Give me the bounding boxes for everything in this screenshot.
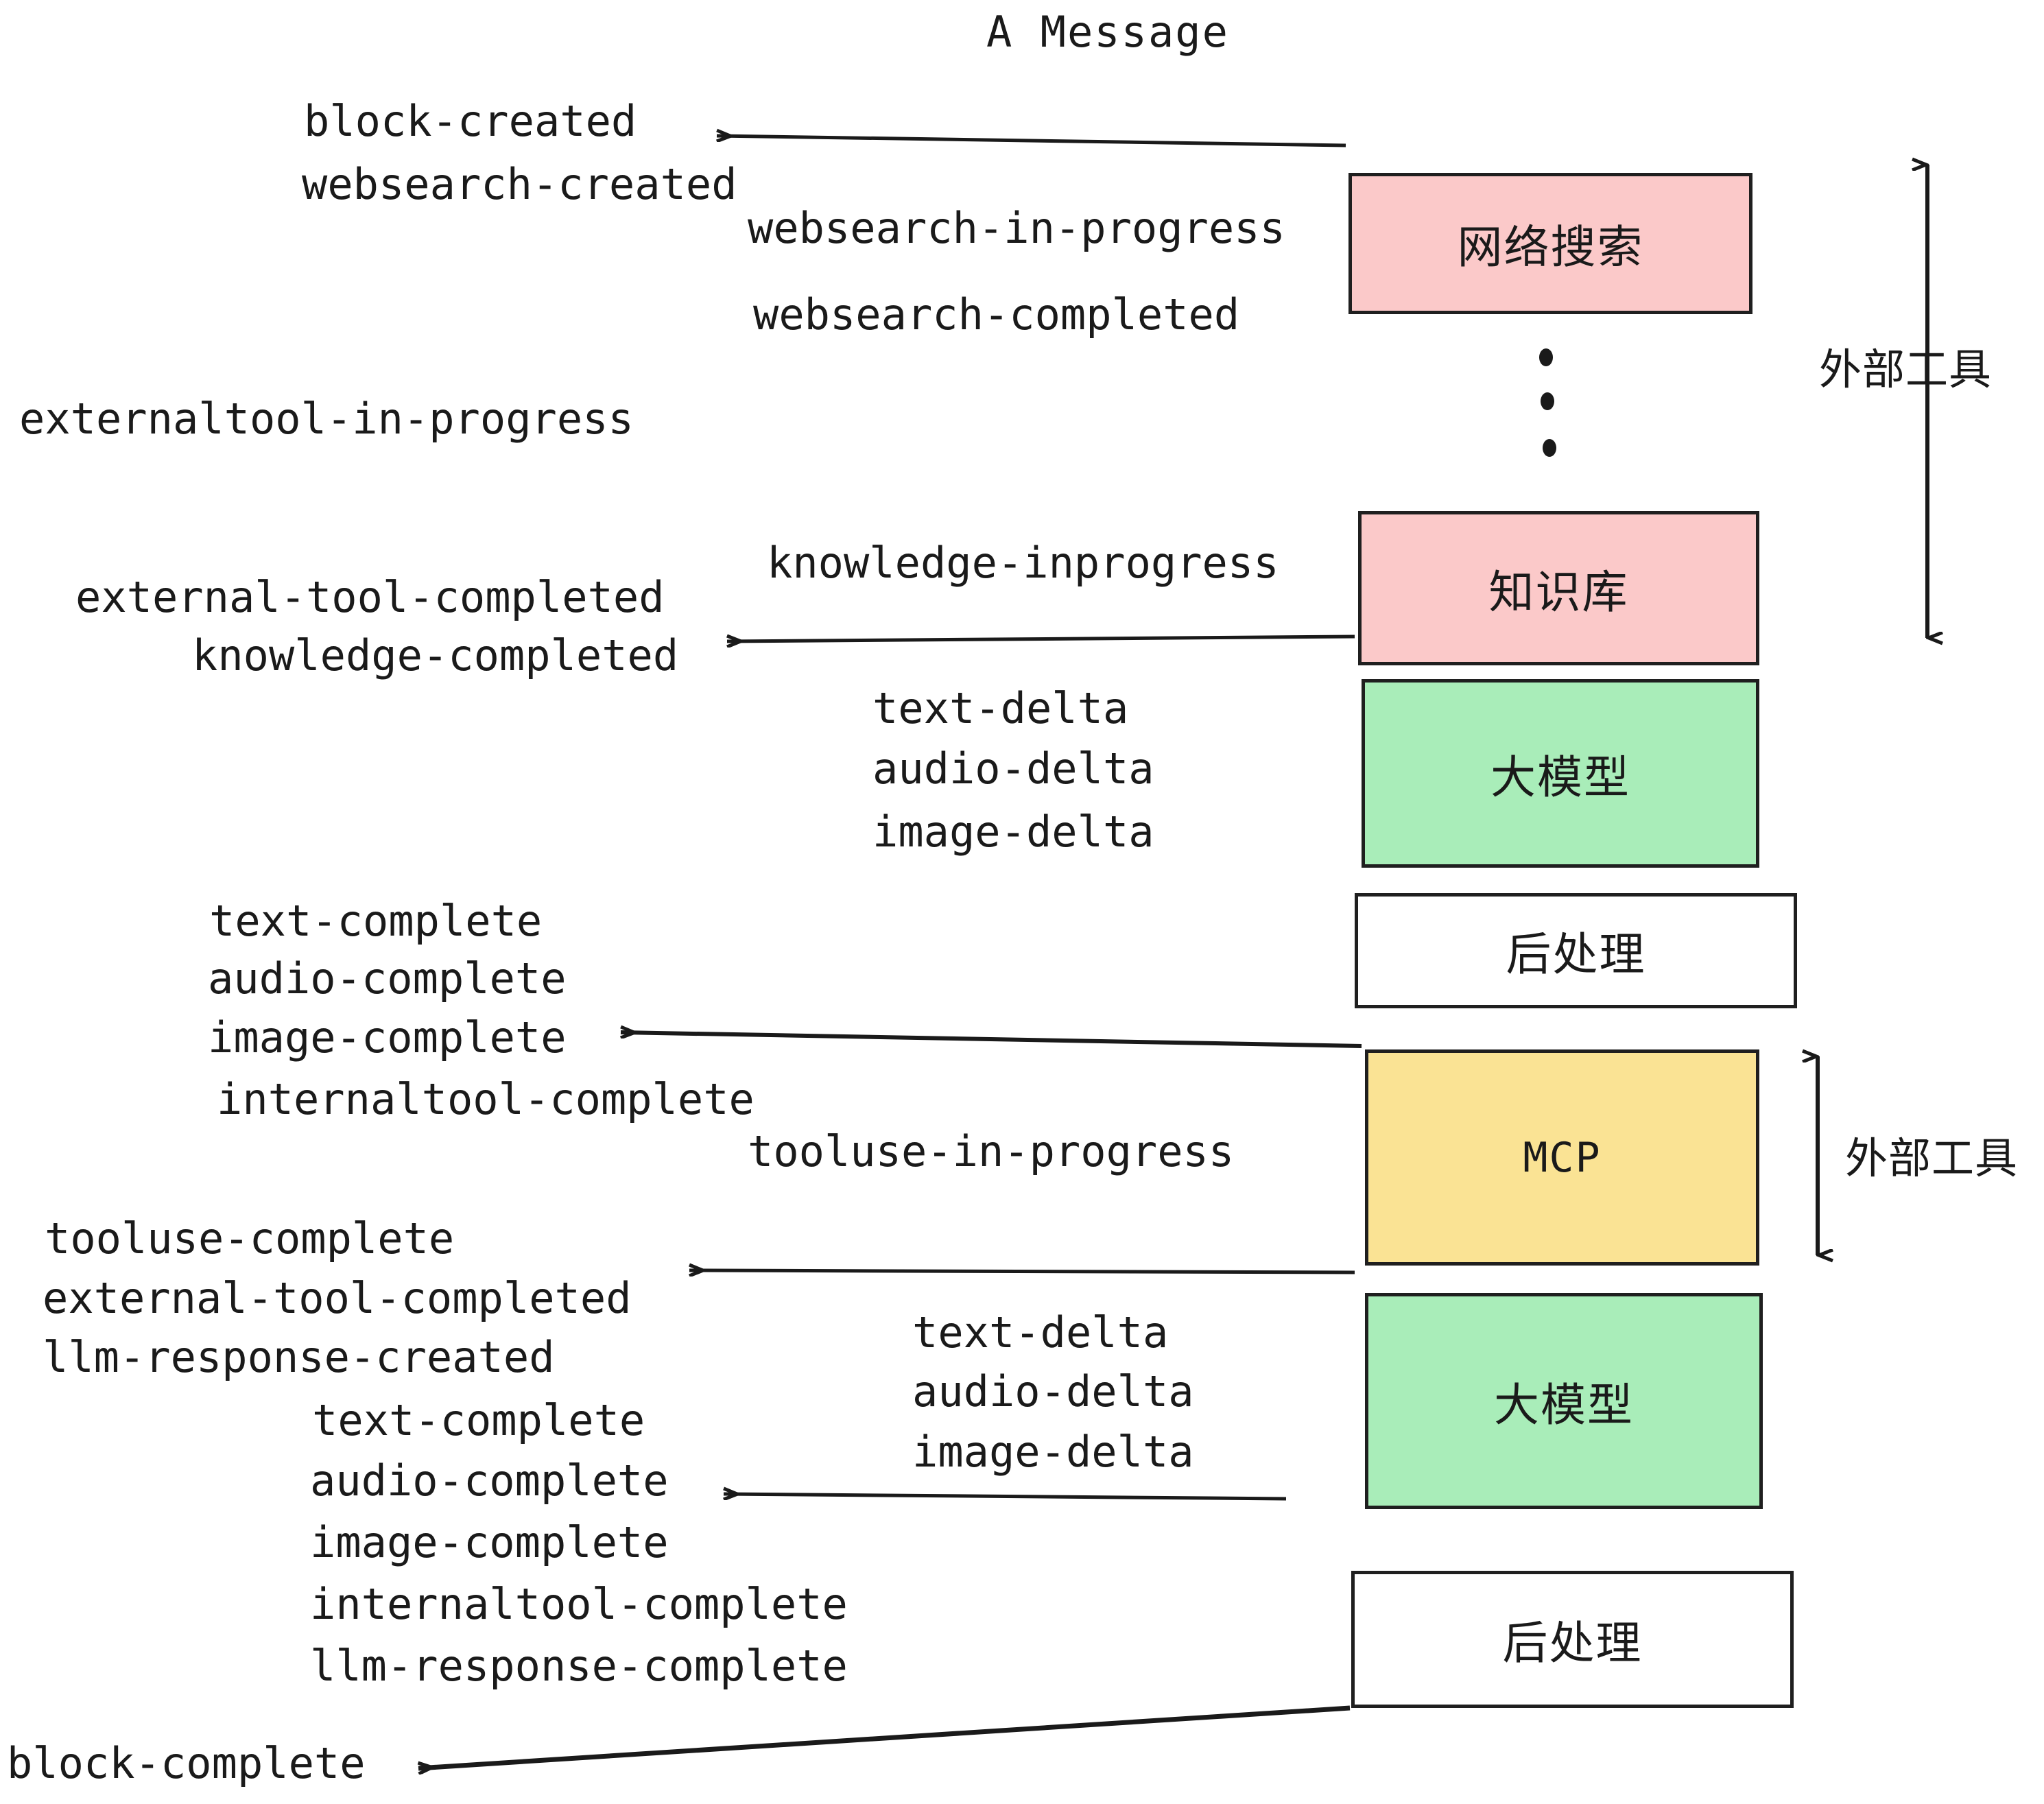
- arrow-block-created: [717, 136, 1346, 147]
- node-knowledge[interactable]: 知识库: [1358, 511, 1759, 665]
- event-audio-delta-1: audio-delta: [872, 744, 1154, 794]
- event-internaltool-complete-2: internaltool-complete: [310, 1579, 848, 1629]
- node-llm-2[interactable]: 大模型: [1365, 1293, 1763, 1509]
- event-image-delta-1: image-delta: [872, 807, 1154, 857]
- node-llm-1[interactable]: 大模型: [1362, 679, 1759, 868]
- external-tool-label-bottom: 外部工具: [1845, 1133, 2019, 1183]
- event-image-delta-2: image-delta: [912, 1427, 1194, 1477]
- event-llm-response-complete: llm-response-complete: [310, 1641, 848, 1691]
- event-block-complete: block-complete: [7, 1738, 366, 1788]
- arrow-knowledge-completed: [727, 637, 1355, 641]
- arrow-image-complete: [621, 1032, 1362, 1048]
- arrow-tooluse-complete: [689, 1270, 1355, 1272]
- event-externaltool-in-progress: externaltool-in-progress: [19, 394, 634, 444]
- event-text-complete-2: text-complete: [312, 1395, 645, 1445]
- node-knowledge-label: 知识库: [1488, 565, 1629, 619]
- node-postprocess-1[interactable]: 后处理: [1355, 893, 1797, 1008]
- event-audio-complete-1: audio-complete: [208, 953, 567, 1004]
- event-external-tool-completed-2: external-tool-completed: [43, 1273, 632, 1323]
- event-websearch-completed: websearch-completed: [753, 289, 1240, 340]
- event-knowledge-completed: knowledge-completed: [192, 630, 679, 680]
- event-internaltool-complete-1: internaltool-complete: [217, 1074, 754, 1124]
- event-image-complete-2: image-complete: [310, 1517, 669, 1567]
- event-external-tool-completed-1: external-tool-completed: [75, 572, 665, 622]
- node-websearch[interactable]: 网络搜索: [1348, 173, 1752, 314]
- external-tool-label-top: 外部工具: [1819, 344, 1993, 394]
- event-audio-complete-2: audio-complete: [310, 1456, 669, 1506]
- event-tooluse-complete: tooluse-complete: [45, 1213, 455, 1263]
- ellipsis-dot-3: [1543, 439, 1556, 457]
- node-postprocess-2[interactable]: 后处理: [1351, 1571, 1794, 1708]
- ellipsis-dot-2: [1541, 392, 1554, 410]
- event-image-complete-1: image-complete: [208, 1012, 567, 1063]
- arrow-block-complete: [418, 1705, 1351, 1768]
- event-text-delta-2: text-delta: [912, 1307, 1169, 1357]
- node-websearch-label: 网络搜索: [1457, 221, 1644, 274]
- node-llm-2-label: 大模型: [1494, 1378, 1634, 1432]
- event-text-delta-1: text-delta: [872, 683, 1129, 733]
- event-knowledge-inprogress: knowledge-inprogress: [767, 538, 1279, 588]
- event-tooluse-in-progress: tooluse-in-progress: [748, 1126, 1235, 1176]
- node-mcp-label: MCP: [1523, 1133, 1602, 1182]
- event-audio-delta-2: audio-delta: [912, 1366, 1194, 1416]
- node-llm-1-label: 大模型: [1490, 750, 1630, 804]
- event-block-created: block-created: [304, 96, 637, 146]
- event-websearch-in-progress: websearch-in-progress: [748, 203, 1285, 253]
- event-websearch-created: websearch-created: [302, 159, 737, 209]
- node-postprocess-1-label: 后处理: [1506, 928, 1646, 981]
- event-llm-response-created: llm-response-created: [43, 1332, 555, 1382]
- arrow-audio-complete: [724, 1494, 1287, 1501]
- page-title: A Message: [986, 7, 1229, 57]
- node-postprocess-2-label: 后处理: [1502, 1617, 1643, 1670]
- node-mcp[interactable]: MCP: [1365, 1049, 1759, 1266]
- ellipsis-dot-1: [1539, 348, 1553, 366]
- event-text-complete-1: text-complete: [209, 896, 543, 946]
